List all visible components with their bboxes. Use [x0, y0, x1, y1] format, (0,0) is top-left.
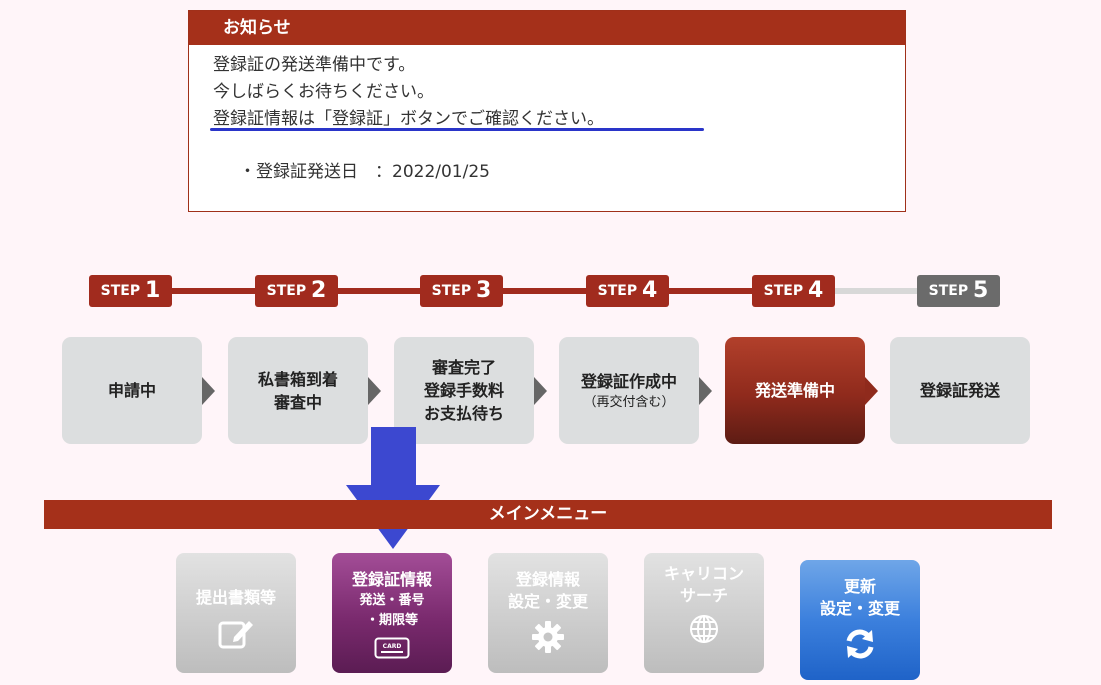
tile-sublabel: ・期限等: [365, 613, 418, 628]
stage-arrow-1: [202, 377, 215, 405]
stage-sublabel: （再交付含む）: [583, 394, 675, 410]
shipping-date: ・登録証発送日 ：2022/01/25: [239, 162, 490, 182]
tile-label: 更新: [843, 577, 876, 596]
main-menu-title: メインメニュー: [44, 500, 1052, 529]
notice-line-3: 登録証情報は「登録証」ボタンでご確認ください。: [213, 109, 604, 129]
stage-shipped: 登録証発送: [890, 337, 1030, 444]
tile-sublabel: 発送・番号: [359, 593, 425, 608]
progress-line-pending: [835, 288, 960, 294]
notice-body: 登録証の発送準備中です。 今しばらくお待ちください。 登録証情報は「登録証」ボタ…: [213, 52, 604, 133]
certificate-info-button[interactable]: 登録証情報 発送・番号 ・期限等 CARD: [332, 553, 452, 673]
tile-label: キャリコン: [663, 564, 744, 583]
highlight-underline: [210, 128, 704, 131]
notice-title: お知らせ: [189, 11, 905, 45]
stage-arrow-2: [368, 377, 381, 405]
stage-preparing-shipment: 発送準備中: [725, 337, 865, 444]
refresh-icon: [846, 629, 874, 659]
stage-arrow-3: [534, 377, 547, 405]
step-badge-4b: STEP 4: [752, 275, 835, 307]
stage-label: 審査完了: [431, 358, 496, 377]
notice-box: お知らせ 登録証の発送準備中です。 今しばらくお待ちください。 登録証情報は「登…: [188, 10, 906, 212]
stage-creating-certificate: 登録証作成中 （再交付含む）: [559, 337, 699, 444]
step-badge-3: STEP 3: [420, 275, 503, 307]
stage-label: 登録証発送: [919, 381, 1000, 400]
stage-arrow-4: [699, 377, 712, 405]
tile-label: 登録証情報: [351, 570, 432, 589]
tile-label: 設定・変更: [819, 599, 900, 618]
svg-text:CARD: CARD: [383, 643, 402, 650]
tile-label: サーチ: [679, 586, 728, 605]
stage-awaiting-payment: 審査完了 登録手数料 お支払待ち: [394, 337, 534, 444]
stage-label: 登録手数料: [423, 381, 504, 400]
edit-icon: [218, 621, 253, 649]
documents-button[interactable]: 提出書類等: [176, 553, 296, 673]
tile-label: 設定・変更: [507, 592, 588, 611]
step-badge-5: STEP 5: [917, 275, 1000, 307]
notice-line-2: 今しばらくお待ちください。: [213, 82, 434, 102]
stage-label: 登録証作成中: [580, 371, 677, 391]
step-badge-2: STEP 2: [255, 275, 338, 307]
step-badge-4: STEP 4: [586, 275, 669, 307]
tile-label: 登録情報: [515, 570, 580, 589]
renewal-settings-button[interactable]: 更新 設定・変更: [800, 560, 920, 680]
pointer-arrow-icon: [346, 427, 440, 549]
career-consultant-search-button[interactable]: キャリコン サーチ: [644, 553, 764, 673]
card-icon: CARD: [374, 637, 410, 659]
registration-settings-button[interactable]: 登録情報 設定・変更: [488, 553, 608, 673]
stage-label: 申請中: [107, 381, 156, 400]
step-badge-1: STEP 1: [89, 275, 172, 307]
gear-icon: [532, 621, 564, 653]
stage-label: 審査中: [273, 392, 322, 412]
stage-applying: 申請中: [62, 337, 202, 444]
stage-arrow-5: [865, 377, 878, 405]
stage-label: お支払待ち: [423, 404, 504, 423]
tile-label: 提出書類等: [195, 588, 276, 607]
notice-line-1: 登録証の発送準備中です。: [213, 55, 416, 75]
stage-label: 私書箱到着: [257, 369, 338, 389]
stage-under-review: 私書箱到着 審査中: [228, 337, 368, 444]
globe-icon: [690, 615, 718, 643]
stage-label: 発送準備中: [754, 381, 835, 400]
